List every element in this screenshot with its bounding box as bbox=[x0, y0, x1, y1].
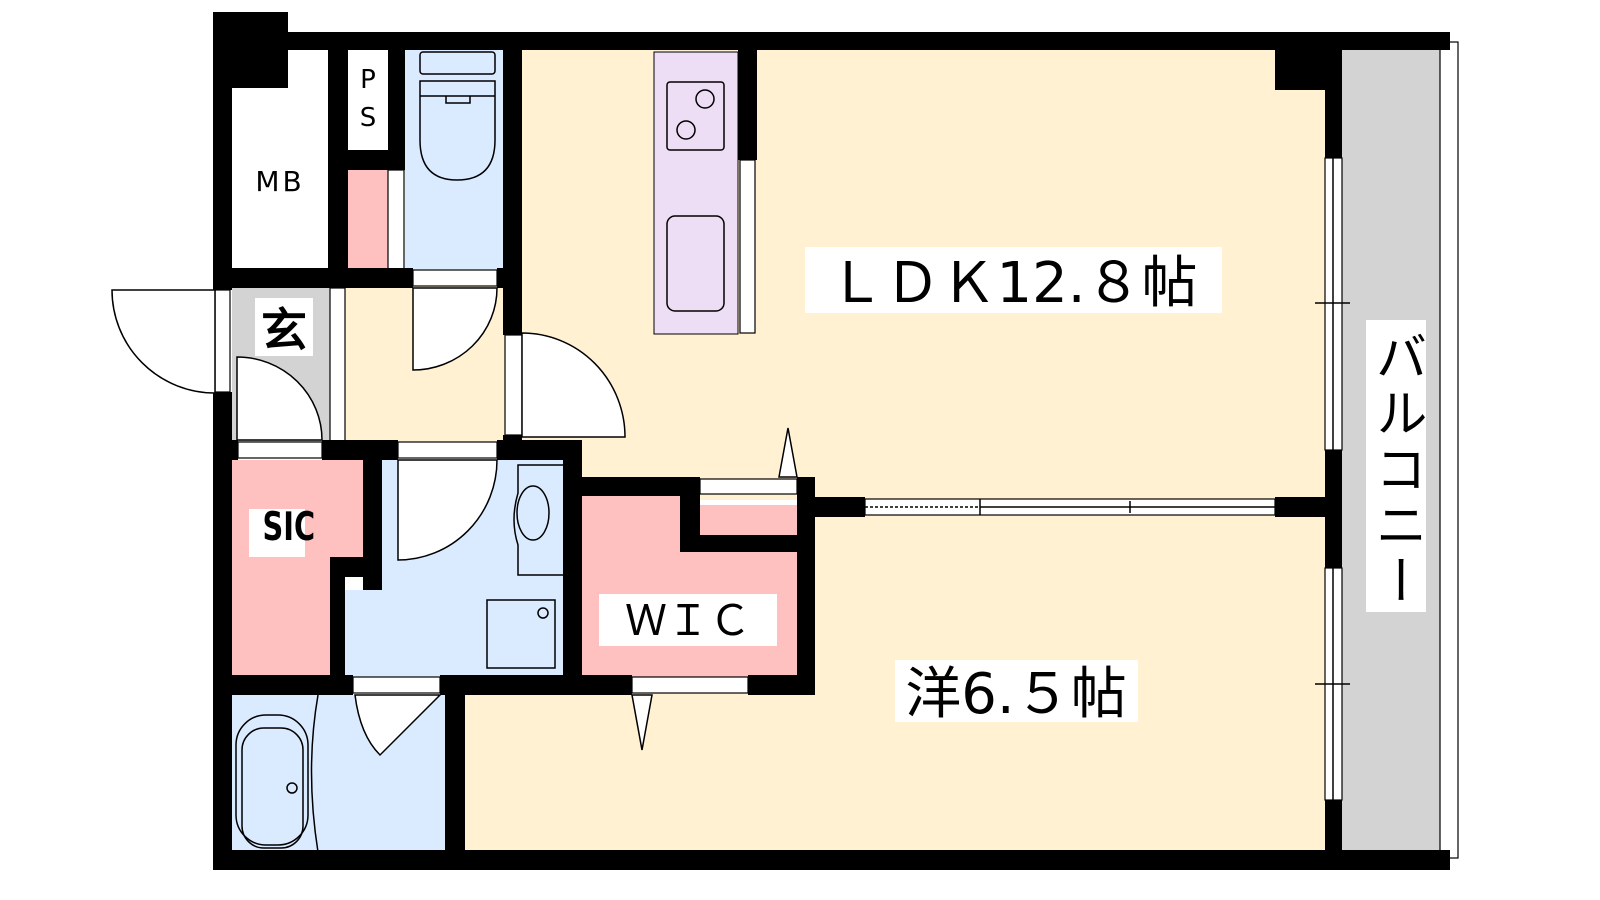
bathtub-icon bbox=[235, 694, 319, 853]
ldk-label-bg bbox=[805, 247, 1222, 313]
wic-label: ＷＩＣ bbox=[625, 596, 751, 645]
mb-label-bg bbox=[240, 160, 320, 200]
bath-door-frame bbox=[352, 676, 441, 694]
ldk-label: ＬＤＫ12.８帖 bbox=[828, 251, 1197, 316]
window-western[interactable] bbox=[1315, 567, 1350, 801]
toilet-door[interactable] bbox=[412, 287, 498, 371]
sic-door-frame bbox=[237, 441, 323, 459]
ldk-door[interactable] bbox=[521, 332, 626, 438]
washroom-door-frame bbox=[397, 441, 498, 459]
sic-label: SIC bbox=[263, 505, 316, 551]
toilet-storage-door bbox=[387, 169, 405, 271]
walls bbox=[213, 12, 1450, 870]
wic-label-bg bbox=[599, 594, 777, 646]
western-sliding-mark bbox=[631, 694, 653, 751]
western-label: 洋6.５帖 bbox=[905, 662, 1126, 727]
mb-label: MB bbox=[255, 165, 304, 198]
entrance-label-bg bbox=[255, 298, 313, 356]
wic-storage-door bbox=[699, 478, 798, 495]
washing-machine-icon bbox=[486, 599, 556, 669]
ps-label-p: P bbox=[360, 65, 376, 95]
window-ldk[interactable] bbox=[1315, 157, 1350, 451]
entrance-door[interactable] bbox=[111, 289, 216, 394]
western-label-bg bbox=[895, 660, 1138, 722]
balcony-railing bbox=[1439, 41, 1459, 859]
wic-door[interactable] bbox=[631, 676, 749, 694]
stove-icon bbox=[666, 81, 725, 151]
wic-small-storage bbox=[700, 505, 797, 535]
washbasin-icon bbox=[513, 464, 563, 576]
kitchen-panel bbox=[739, 159, 756, 334]
ldk-door-frame bbox=[504, 334, 523, 436]
entrance-step bbox=[329, 287, 346, 443]
toilet-door-frame bbox=[412, 269, 498, 287]
entrance-inner-door[interactable] bbox=[236, 356, 323, 441]
bathroom bbox=[232, 695, 320, 852]
toilet-room bbox=[405, 50, 503, 270]
entrance-label: 玄 bbox=[261, 303, 307, 357]
toilet-storage bbox=[348, 170, 388, 270]
toilet-icon bbox=[419, 51, 496, 181]
ps-shaft bbox=[348, 50, 388, 150]
sliding-partition[interactable] bbox=[864, 498, 1276, 516]
sink-icon bbox=[666, 215, 725, 312]
sic-label-bg bbox=[249, 509, 305, 557]
ps-label-s: S bbox=[360, 103, 377, 133]
bath-folding-door[interactable] bbox=[354, 694, 442, 757]
balcony-label: バルコニー bbox=[1366, 330, 1426, 610]
washroom-door[interactable] bbox=[397, 459, 498, 561]
entrance-frame bbox=[214, 289, 231, 393]
ldk-sliding-mark bbox=[778, 427, 798, 478]
balcony-label-bg bbox=[1366, 320, 1426, 612]
